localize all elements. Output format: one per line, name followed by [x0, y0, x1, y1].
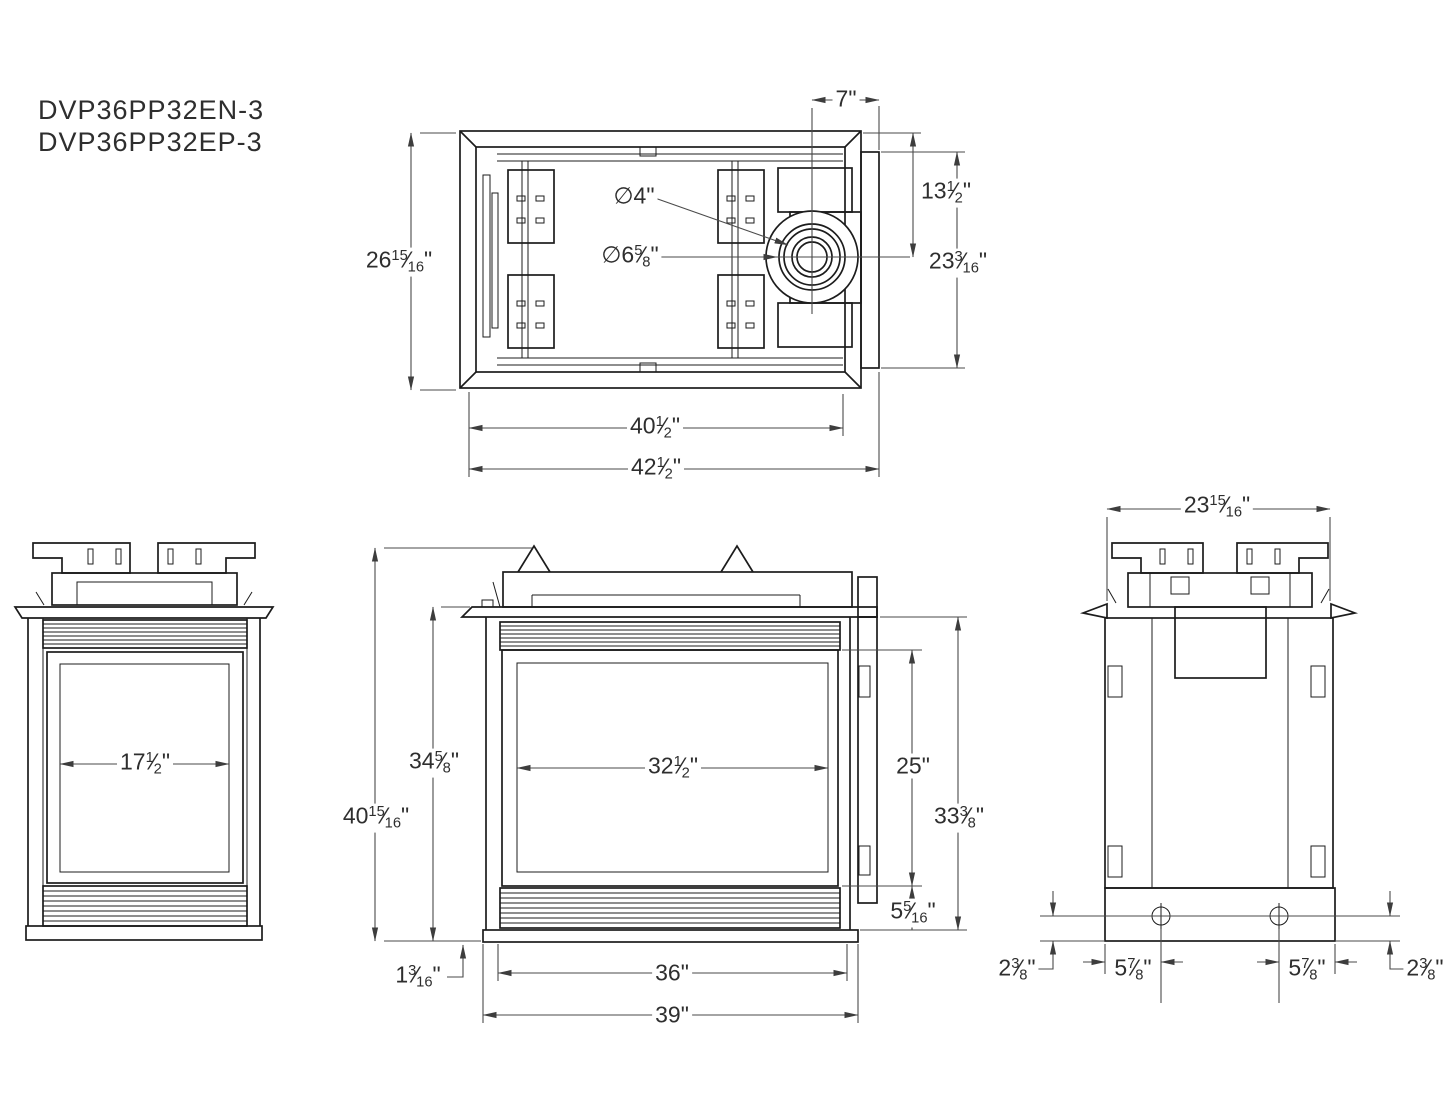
dim-flue-inner-diameter: ∅4" — [610, 183, 658, 209]
dim-front-glass-width: 321⁄2" — [645, 753, 701, 783]
dim-front-louver-width: 36" — [652, 960, 692, 986]
model-numbers: DVP36PP32EN-3 DVP36PP32EP-3 — [38, 94, 264, 159]
dim-flue-outer-diameter: ∅65⁄8" — [598, 242, 662, 272]
model-number-line2: DVP36PP32EP-3 — [38, 127, 263, 158]
dim-front-bottom-louver-height: 55⁄16" — [887, 898, 939, 928]
dim-side-hole-inset-right: 57⁄8" — [1285, 955, 1329, 985]
side-view — [1036, 505, 1407, 1003]
dim-front-base-width: 39" — [652, 1002, 692, 1028]
dim-front-hood-height: 345⁄8" — [406, 748, 462, 778]
dim-front-overall-height: 4015⁄16" — [339, 803, 413, 833]
dim-side-hole-height-left: 23⁄8" — [995, 955, 1039, 985]
dim-narrow-glass-width: 171⁄2" — [117, 749, 173, 779]
dim-front-base-lip-height: 13⁄16" — [392, 962, 444, 992]
dim-side-depth-overall: 2315⁄16" — [1180, 492, 1254, 522]
dim-front-glass-height: 25" — [893, 753, 933, 779]
front-view — [371, 544, 967, 1023]
dim-top-inner-width: 401⁄2" — [627, 413, 683, 443]
dim-side-hole-height-right: 23⁄8" — [1403, 955, 1445, 985]
dim-top-overall-width: 421⁄2" — [628, 454, 684, 484]
dim-top-depth-overall: 2615⁄16" — [362, 247, 436, 277]
dim-top-back-panel-depth: 233⁄16" — [925, 248, 991, 278]
front-narrow-view — [13, 542, 275, 941]
top-view — [407, 96, 965, 477]
model-number-line1: DVP36PP32EN-3 — [38, 95, 265, 125]
dim-top-flue-to-back: 7" — [832, 86, 860, 112]
dim-top-to-flue-center: 131⁄2" — [918, 178, 974, 208]
dim-front-body-height: 333⁄8" — [931, 803, 987, 833]
dim-side-hole-inset-left: 57⁄8" — [1111, 955, 1155, 985]
